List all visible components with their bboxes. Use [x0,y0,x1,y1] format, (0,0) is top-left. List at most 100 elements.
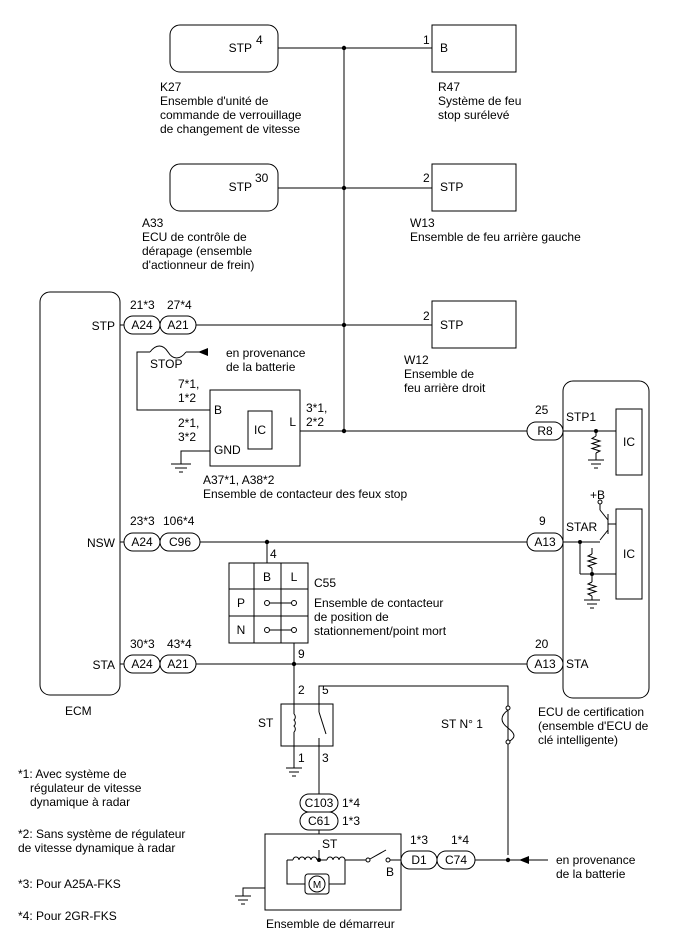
relay-fuse-label: ST N° 1 [441,717,483,731]
cert-pin-sta: STA [566,657,588,671]
ecm-pin-stp: STP [92,319,115,333]
park-neutral-switch: 4 B L P N C55 Ensemble de contacteur de … [228,547,447,686]
connector-a21-stp: A21 [167,318,189,332]
connector-d1-note: 1*3 [410,833,428,847]
connector-a13-star: A13 [534,535,556,549]
a33-desc-3: d'actionneur de frein) [142,258,254,272]
k27-pin-name: STP [229,41,252,55]
connector-c61: C61 [308,814,330,828]
ecm-label: ECM [65,704,92,718]
connector-a21-stp-note: 27*4 [167,298,192,312]
r47-desc-1: Système de feu [438,94,521,108]
st-relay: 2 5 ST 1 3 ST N° 1 [258,664,515,855]
connector-d1: D1 [411,853,427,867]
ecm: STP NSW STA ECM [39,291,121,718]
park-switch-row-n: N [237,623,246,637]
connector-a24-stp-note: 21*3 [130,298,155,312]
connector-a21-sta-note: 43*4 [167,637,192,651]
park-switch-row-p: P [237,596,245,610]
a33-code: A33 [142,216,164,230]
ecm-stp-connectors: A24 21*3 A21 27*4 [120,298,197,335]
fuse-from-1: en provenance [226,346,306,360]
stop-switch-b-num-1: 7*1, [178,377,199,391]
cert-pin-star: STAR [566,520,597,534]
relay-pin1: 1 [298,751,305,765]
sta-line: A24 30*3 A21 43*4 [120,637,527,674]
connector-c103-note: 1*4 [342,796,360,810]
note-4: *4: Pour 2GR-FKS [18,909,117,923]
nsw-line: A24 23*3 C96 106*4 [120,514,527,563]
note-1-line-1: *1: Avec système de [18,767,127,781]
cert-desc-2: (ensemble d'ECU de [538,719,649,733]
w12-pin-number: 2 [423,309,430,323]
starter-desc: Ensemble de démarreur [266,917,395,931]
connector-r8: R8 [537,424,553,438]
w12-desc-2: feu arrière droit [404,381,486,395]
relay-pin5: 5 [322,683,329,697]
starter-assembly: ST B M Ensemble de démarreur [235,833,402,931]
w13-rear-light-left: STP 2 W13 Ensemble de feu arrière gauche [410,163,581,244]
starter-connectors: C103 1*4 C61 1*3 [299,793,360,834]
note-2-line-2: de vitesse dynamique à radar [18,841,175,855]
a33-desc-1: ECU de contrôle de [142,230,247,244]
k27-desc-2: commande de verrouillage [160,108,302,122]
stop-switch-pin-gnd: GND [214,443,241,457]
note-2-line-1: *2: Sans système de régulateur [18,827,185,841]
connector-a24-nsw: A24 [131,535,153,549]
connector-c61-note: 1*3 [342,814,360,828]
stop-lamp-bus [196,45,527,434]
relay-pin2: 2 [298,683,305,697]
stop-switch-code: A37*1, A38*2 [203,473,275,487]
a33-pin-number: 30 [255,171,269,185]
ecm-pin-nsw: NSW [87,536,116,550]
w13-pin-name: STP [440,180,463,194]
connector-a24-sta-note: 30*3 [130,637,155,651]
starter-label: ST [322,837,338,851]
connector-a24-sta: A24 [131,657,153,671]
park-switch-desc-3: stationnement/point mort [314,624,447,638]
w12-desc-1: Ensemble de [404,367,474,381]
connector-a13-sta-pin: 20 [535,637,549,651]
fuse-label: STOP [150,357,182,371]
stop-switch-gnd-num-1: 2*1, [178,416,199,430]
k27-desc-3: de changement de vitesse [160,122,300,136]
park-switch-desc-2: de position de [314,610,389,624]
k27-code: K27 [160,80,182,94]
r47-pin-name: B [440,41,448,55]
connector-c96-nsw: C96 [169,535,191,549]
k27-shift-lock-unit: STP 4 K27 Ensemble d'unité de commande d… [160,24,302,136]
r47-desc-2: stop surélevé [438,108,510,122]
connector-c74: C74 [445,853,467,867]
w13-pin-number: 2 [423,171,430,185]
stop-switch-pin-l: L [289,415,296,429]
k27-desc-1: Ensemble d'unité de [160,94,269,108]
stop-switch-desc: Ensemble de contacteur des feux stop [203,487,407,501]
cert-ic-1: IC [623,435,635,449]
starter-battery-line: D1 1*3 C74 1*4 en provenance de la batte… [400,833,636,881]
cert-ic-2: IC [623,547,635,561]
cert-plus-b: +B [590,488,605,502]
connector-a21-sta: A21 [167,657,189,671]
r47-high-mount-stop-light: B 1 R47 Système de feu stop surélevé [423,24,521,122]
stop-switch-ic: IC [254,423,266,437]
park-switch-code: C55 [314,576,336,590]
stop-switch-pin-b: B [214,403,222,417]
starter-from-2: de la batterie [556,867,626,881]
cert-pin-stp1: STP1 [566,410,596,424]
note-1-line-2: régulateur de vitesse [30,781,142,795]
w12-rear-light-right: STP 2 W12 Ensemble de feu arrière droit [404,300,517,395]
connector-c103: C103 [305,796,334,810]
note-3: *3: Pour A25A-FKS [18,877,121,891]
r47-pin-number: 1 [423,33,430,47]
connector-a13-sta: A13 [534,657,556,671]
starter-motor-label: M [313,880,321,891]
ecm-pin-sta: STA [93,658,115,672]
w12-pin-name: STP [440,318,463,332]
relay-label: ST [258,716,274,730]
w13-code: W13 [410,216,435,230]
cert-desc-1: ECU de certification [538,705,644,719]
relay-pin3: 3 [322,751,329,765]
starter-pin-b: B [386,865,394,879]
park-switch-pin-top: 4 [270,547,277,561]
